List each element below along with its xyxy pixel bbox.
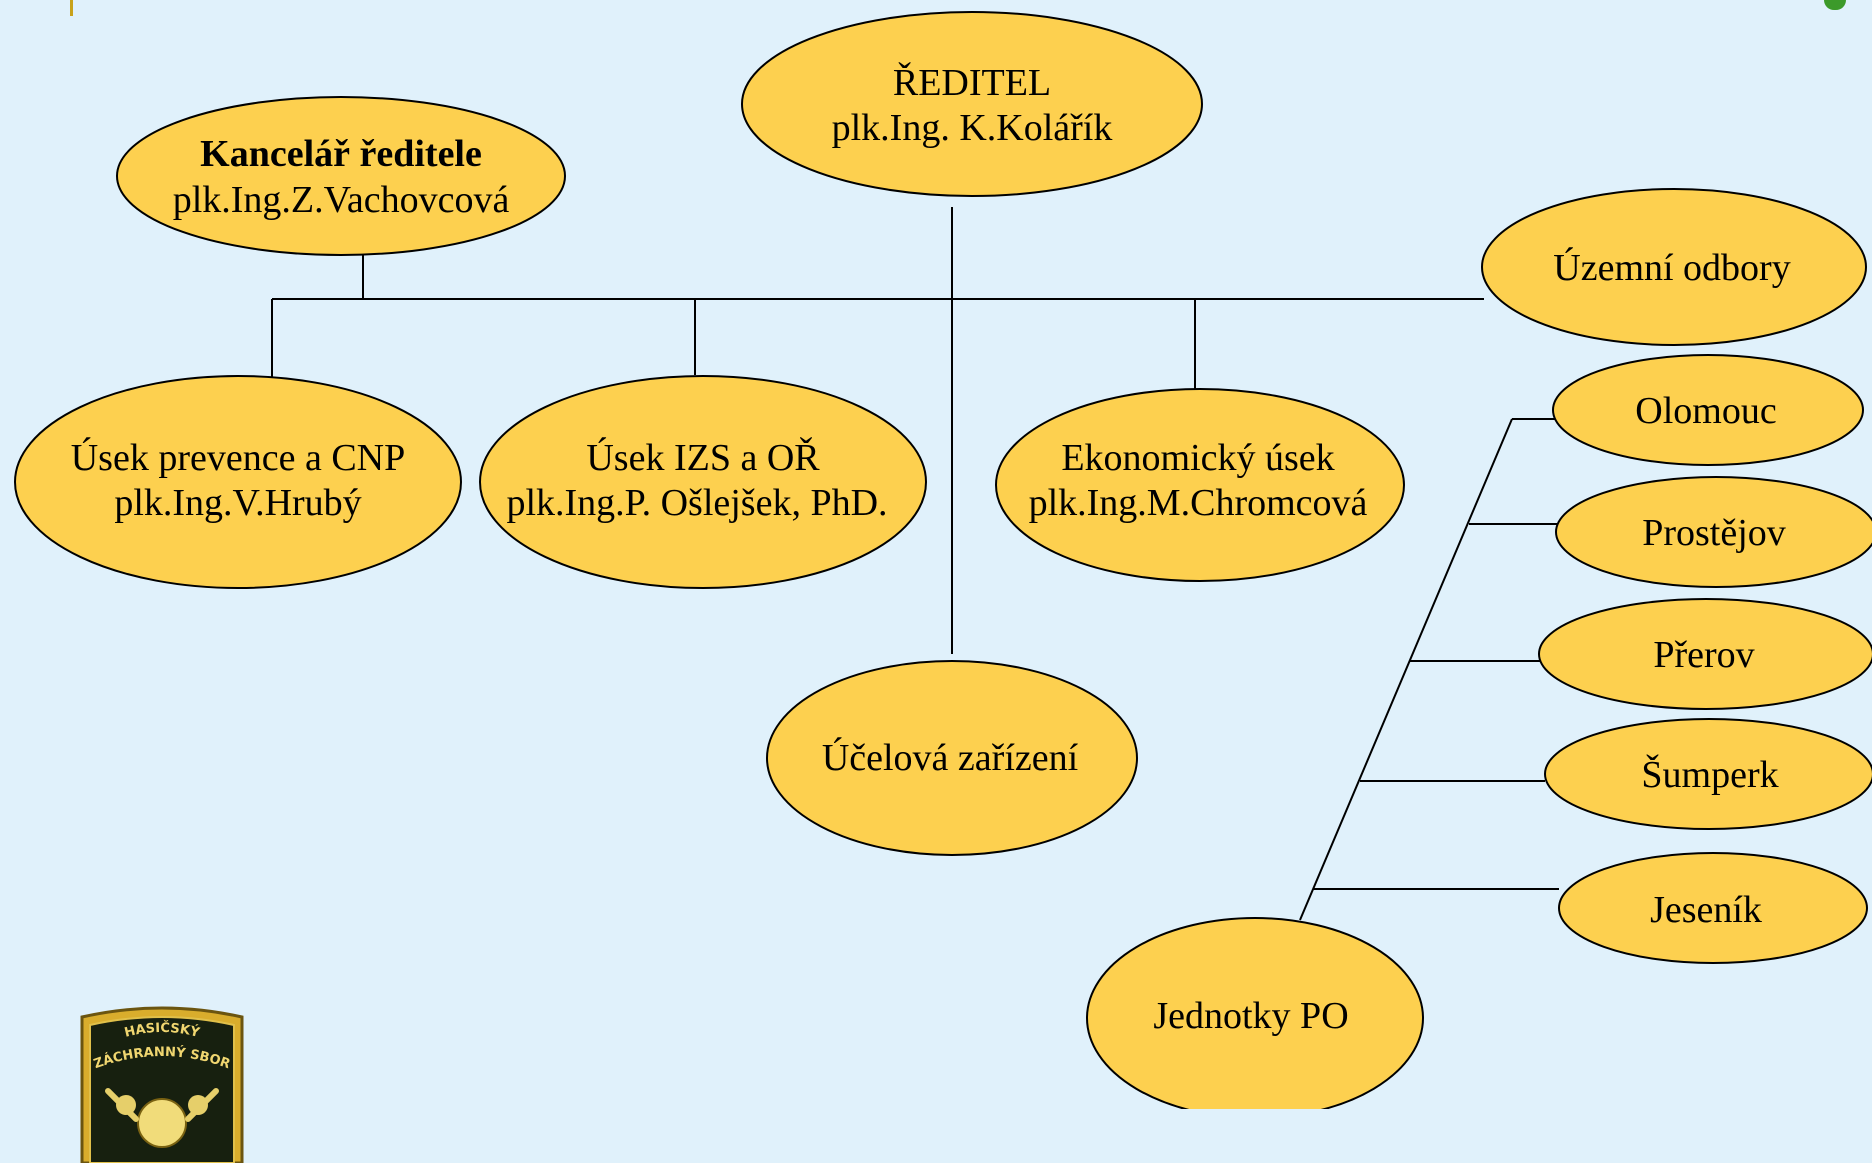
kancelar-name: plk.Ing.Z.Vachovcová <box>173 179 510 221</box>
node-sumperk[interactable]: Šumperk <box>1544 718 1872 830</box>
node-olomouc[interactable]: Olomouc <box>1552 354 1864 466</box>
node-usek-izs[interactable]: Úsek IZS a OŘ plk.Ing.P. Ošlejšek, PhD. <box>479 375 927 589</box>
prostejov-title: Prostějov <box>1642 512 1786 554</box>
node-ekonomicky[interactable]: Ekonomický úsek plk.Ing.M.Chromcová <box>995 388 1405 582</box>
jesenik-title: Jeseník <box>1650 889 1762 931</box>
reditel-title: ŘEDITEL <box>893 62 1051 104</box>
ekonomicky-name: plk.Ing.M.Chromcová <box>1029 482 1368 524</box>
top-right-mark <box>1824 0 1846 10</box>
reditel-name: plk.Ing. K.Kolářík <box>832 107 1113 149</box>
ekonomicky-title: Ekonomický úsek <box>1061 437 1334 479</box>
logo-text-line1: HASIČSKÝ <box>123 1020 202 1041</box>
ucelova-zarizeni-title: Účelová zařízení <box>822 737 1079 779</box>
usek-prevence-title: Úsek prevence a CNP <box>71 437 406 479</box>
usek-izs-name: plk.Ing.P. Ošlejšek, PhD. <box>506 482 887 524</box>
node-prerov[interactable]: Přerov <box>1538 598 1872 710</box>
node-jednotky-po[interactable]: Jednotky PO <box>1086 917 1424 1109</box>
prerov-title: Přerov <box>1653 634 1754 676</box>
sumperk-title: Šumperk <box>1641 754 1778 796</box>
node-kancelar[interactable]: Kancelář ředitele plk.Ing.Z.Vachovcová <box>116 96 566 256</box>
node-ucelova-zarizeni[interactable]: Účelová zařízení <box>766 660 1138 856</box>
usek-prevence-name: plk.Ing.V.Hrubý <box>114 482 361 524</box>
top-accent-bar <box>70 0 73 16</box>
node-usek-prevence[interactable]: Úsek prevence a CNP plk.Ing.V.Hrubý <box>14 375 462 589</box>
node-uzemni-odbory[interactable]: Územní odbory <box>1481 188 1867 346</box>
hzs-emblem-logo: HASIČSKÝ ZÁCHRANNÝ SBOR <box>80 1006 244 1163</box>
usek-izs-title: Úsek IZS a OŘ <box>586 437 820 479</box>
connectors <box>271 207 1561 921</box>
uzemni-odbory-title: Územní odbory <box>1553 247 1790 289</box>
node-reditel[interactable]: ŘEDITEL plk.Ing. K.Kolářík <box>741 11 1203 197</box>
node-prostejov[interactable]: Prostějov <box>1555 476 1872 588</box>
org-chart: ŘEDITEL plk.Ing. K.Kolářík Kancelář ředi… <box>14 11 1872 1109</box>
kancelar-title: Kancelář ředitele <box>200 133 482 175</box>
node-jesenik[interactable]: Jeseník <box>1558 852 1868 964</box>
units-diagonal-connector <box>1299 418 1513 921</box>
jednotky-po-title: Jednotky PO <box>1153 995 1348 1037</box>
olomouc-title: Olomouc <box>1635 390 1776 432</box>
